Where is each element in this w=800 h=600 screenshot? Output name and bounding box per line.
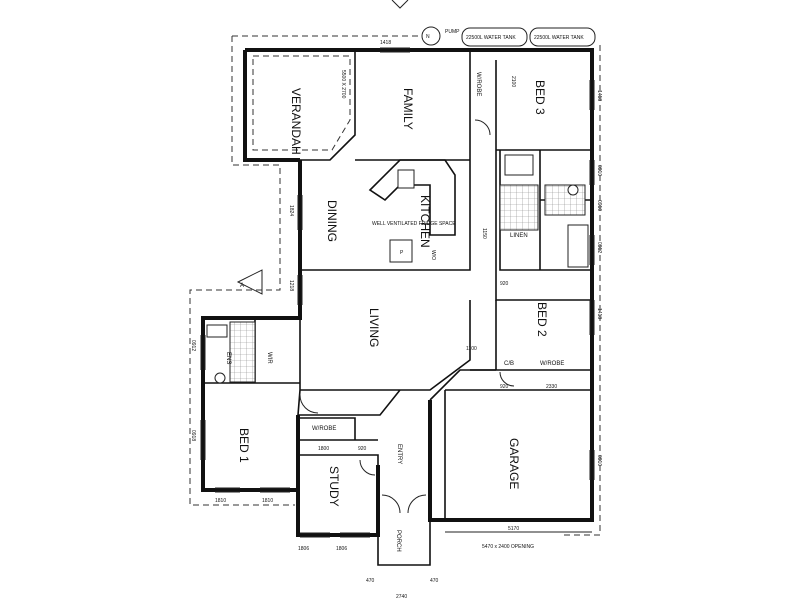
interior-bed2 bbox=[470, 300, 592, 371]
room-label-entry: ENTRY bbox=[396, 444, 402, 464]
ensuite-vanity bbox=[206, 324, 228, 338]
dim-hall-1150: 1150 bbox=[481, 228, 487, 239]
room-label-ens: ENS bbox=[225, 352, 231, 364]
dim-c4: 1806 bbox=[336, 546, 347, 552]
door-study bbox=[359, 459, 376, 476]
door-garage bbox=[499, 371, 515, 387]
water-tanks: N PUMP 22500L WATER TANK 22500L WATER TA… bbox=[421, 26, 596, 47]
interior-study bbox=[300, 417, 379, 490]
room-label-wo: W/O bbox=[430, 250, 436, 260]
section-marker-a: A bbox=[236, 269, 263, 295]
dim-bed3-2100: 2100 bbox=[510, 76, 516, 87]
dim-c2: 1810 bbox=[262, 498, 273, 504]
room-label-living: LIVING bbox=[367, 308, 381, 347]
fridge-space bbox=[389, 239, 413, 263]
dim-w3: 0910 bbox=[596, 200, 602, 211]
water-tank-2-label: 22500L WATER TANK bbox=[534, 35, 584, 41]
room-label-wir: WIR bbox=[266, 352, 272, 364]
laundry-tub bbox=[504, 154, 534, 176]
dim-w1: 1418 bbox=[596, 90, 602, 101]
room-label-study: STUDY bbox=[327, 466, 341, 507]
north-letter: N bbox=[426, 34, 430, 40]
dim-right-470: 470 bbox=[430, 578, 439, 584]
dim-hall-1100: 1100 bbox=[466, 346, 477, 352]
dim-bed2-920: 920 bbox=[500, 281, 509, 287]
bath-tub bbox=[567, 224, 589, 268]
verandah-outline bbox=[252, 55, 351, 151]
dim-c1: 1810 bbox=[215, 498, 226, 504]
ensuite-toilet bbox=[214, 372, 226, 384]
dim-front-2740: 2740 bbox=[396, 594, 407, 600]
bath-tiles bbox=[499, 184, 539, 231]
interior-family-kitchen bbox=[300, 50, 471, 271]
wc-toilet bbox=[567, 184, 579, 196]
water-tank-2 bbox=[529, 27, 596, 47]
dim-hall-920: 920 bbox=[500, 384, 509, 390]
interior-living bbox=[297, 270, 471, 416]
dim-study-1800: 1800 bbox=[318, 446, 329, 452]
ensuite-tiles bbox=[229, 321, 256, 383]
room-label-dining: DINING bbox=[325, 200, 339, 242]
dim-w2: 0910 bbox=[596, 165, 602, 176]
kitchen-island bbox=[368, 159, 456, 236]
dim-garage-2330: 2330 bbox=[546, 384, 557, 390]
dim-w9: 1218 bbox=[288, 280, 294, 291]
dim-w4: 0912 bbox=[596, 242, 602, 253]
outer-wall-south-bed bbox=[296, 490, 380, 537]
dim-w8: 1824 bbox=[288, 205, 294, 216]
pump-label: PUMP bbox=[445, 29, 460, 35]
interior-garage bbox=[429, 369, 592, 520]
entry-walls bbox=[376, 465, 432, 520]
dim-w10: 0912 bbox=[190, 340, 196, 351]
room-label-wirobe-bed1: W/ROBE bbox=[312, 426, 336, 432]
dim-w11: 0918 bbox=[190, 430, 196, 441]
room-label-cb: C/B bbox=[504, 361, 514, 367]
room-label-wirobe-top: W/ROBE bbox=[475, 72, 481, 96]
room-label-bed1: BED 1 bbox=[237, 428, 251, 463]
boundary-line bbox=[189, 35, 420, 506]
svg-text:A: A bbox=[240, 283, 244, 289]
room-label-verandah: VERANDAH bbox=[289, 88, 303, 155]
room-label-garage: GARAGE bbox=[507, 438, 521, 489]
water-tank-1-label: 22500L WATER TANK bbox=[466, 35, 516, 41]
dim-c3: 1806 bbox=[298, 546, 309, 552]
fridge-note: WELL VENTILATED FRIDGE SPACE bbox=[372, 221, 456, 227]
boundary-line-right bbox=[560, 45, 601, 536]
room-label-family: FAMILY bbox=[401, 88, 415, 130]
windows bbox=[200, 47, 595, 538]
verandah-inner-wall bbox=[300, 50, 356, 161]
door-bed1 bbox=[299, 394, 319, 414]
room-label-kitchen: KITCHEN bbox=[418, 195, 432, 248]
north-marker bbox=[391, 0, 409, 9]
bath2-tiles bbox=[544, 184, 586, 216]
dim-verandah: 5500 X 2700 bbox=[340, 70, 346, 99]
porch-walls bbox=[377, 520, 431, 566]
interior-bed1 bbox=[203, 320, 378, 490]
dim-top-1418: 1418 bbox=[380, 40, 391, 46]
dim-w5: 1418 bbox=[596, 308, 602, 319]
garage-door-note: 5470 x 2400 OPENING bbox=[482, 544, 534, 550]
room-label-wirobe-bed2: W/ROBE bbox=[540, 361, 564, 367]
dim-garage-5170: 5170 bbox=[508, 526, 519, 532]
room-label-porch: PORCH bbox=[395, 530, 401, 552]
water-tank-1 bbox=[461, 27, 528, 47]
room-label-p: P bbox=[400, 250, 404, 256]
door-entry bbox=[381, 494, 427, 514]
room-label-bed3: BED 3 bbox=[533, 80, 547, 115]
room-label-bed2: BED 2 bbox=[535, 302, 549, 337]
kitchen-sink bbox=[397, 169, 415, 189]
door-family bbox=[474, 119, 491, 136]
dim-left-470: 470 bbox=[366, 578, 375, 584]
room-label-linen: LINEN bbox=[510, 233, 528, 239]
dim-study-920: 920 bbox=[358, 446, 367, 452]
tank-pump-circle bbox=[421, 26, 441, 46]
dim-w6: 0910 bbox=[596, 455, 602, 466]
